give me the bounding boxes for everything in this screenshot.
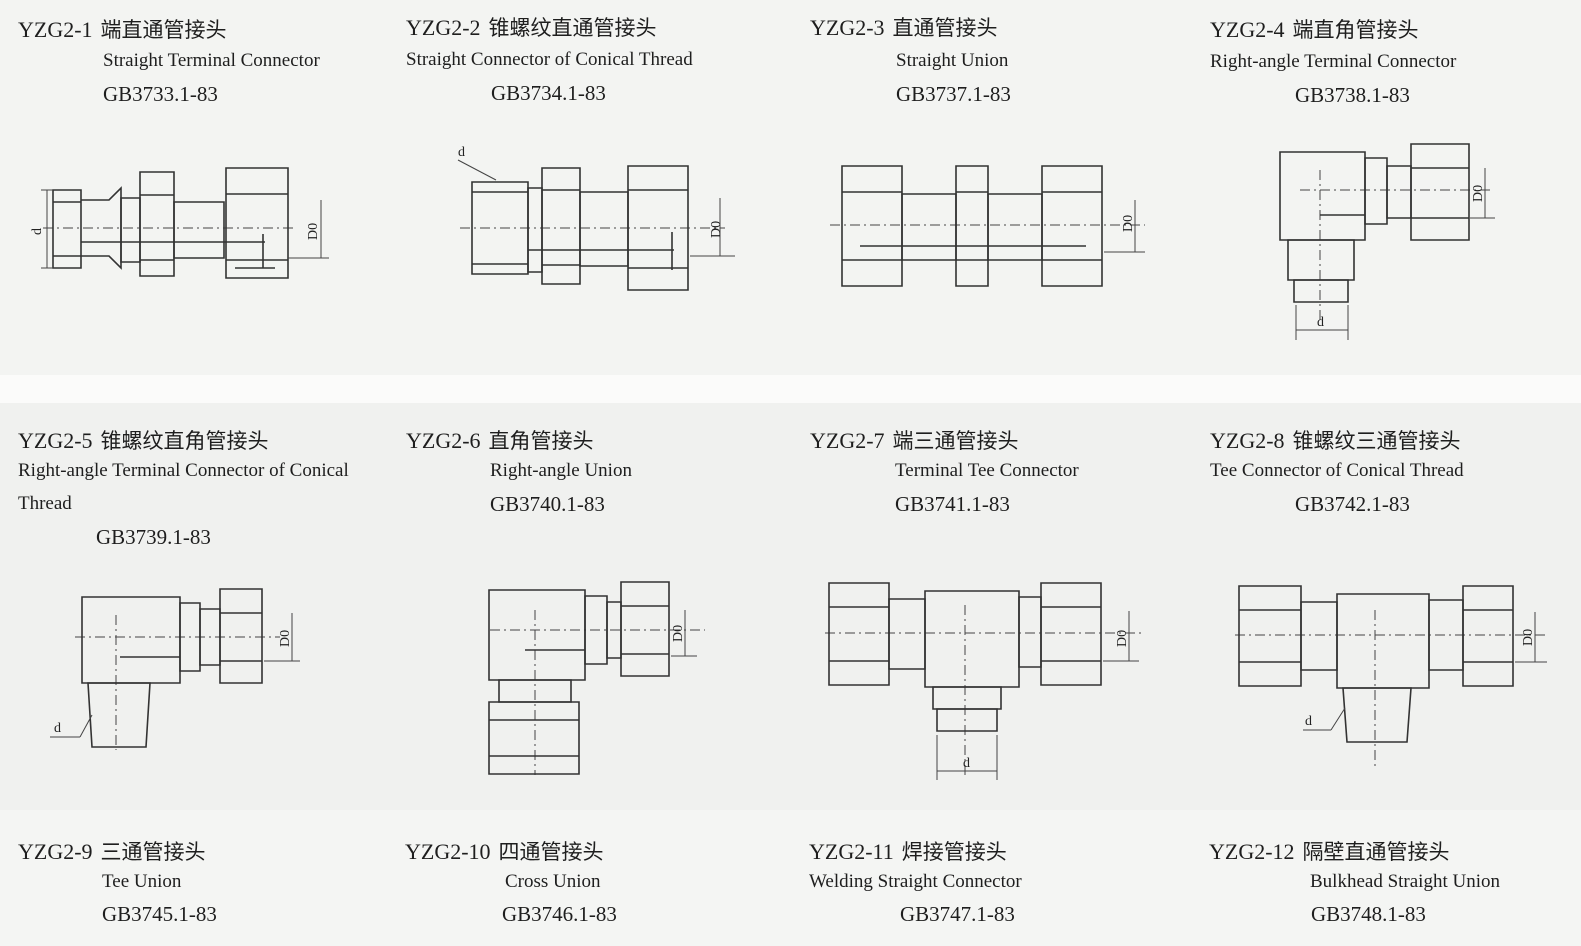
row-2-background (0, 403, 1581, 810)
row-3-background (0, 810, 1581, 946)
fitting-name-en: Terminal Tee Connector (895, 460, 1079, 481)
fitting-code-title: YZG2-10 四通管接头 (405, 836, 604, 866)
conical-thread-tee-connector-drawing: d D0 (1235, 580, 1555, 780)
fitting-card-yzg2-5: YZG2-5 锥螺纹直角管接头 Right-angle Terminal Conn… (0, 400, 395, 810)
fitting-name-cn: 锥螺纹直通管接头 (488, 16, 657, 40)
dimension-label-d0: D0 (709, 221, 724, 238)
fitting-name-en: Straight Union (896, 50, 1009, 71)
fitting-name-en: Bulkhead Straight Union (1310, 871, 1500, 892)
fitting-code: YZG2-1 (18, 17, 93, 42)
row-1-background (0, 0, 1581, 375)
fitting-standard: GB3741.1-83 (895, 492, 1010, 516)
dimension-label-d: d (1317, 315, 1324, 330)
fitting-card-yzg2-9: YZG2-9 三通管接头 Tee Union GB3745.1-83 (0, 810, 395, 946)
dimension-label-d0: D0 (1471, 185, 1486, 202)
fitting-code: YZG2-11 (809, 839, 894, 864)
dimension-label-d: d (54, 721, 61, 736)
fitting-name-cn: 三通管接头 (100, 840, 206, 864)
terminal-tee-connector-drawing: d D0 (825, 575, 1155, 785)
fitting-standard: GB3738.1-83 (1295, 83, 1410, 107)
fitting-name-en: Tee Union (102, 871, 182, 892)
dimension-label-d0: D0 (1121, 215, 1136, 232)
fitting-name-cn: 隔壁直通管接头 (1302, 840, 1450, 864)
fitting-name-en: Tee Connector of Conical Thread (1210, 460, 1464, 481)
fitting-name-cn: 端三通管接头 (892, 429, 1019, 453)
fitting-code-title: YZG2-2 锥螺纹直通管接头 (406, 12, 657, 42)
fitting-name-en: Straight Terminal Connector (103, 50, 320, 71)
conical-thread-right-angle-connector-drawing: d D0 (40, 585, 310, 755)
fitting-standard: GB3746.1-83 (502, 902, 617, 926)
fitting-standard: GB3745.1-83 (102, 902, 217, 926)
straight-union-drawing: D0 (830, 160, 1160, 290)
right-angle-terminal-connector-drawing: d D0 (1270, 140, 1510, 340)
fitting-code: YZG2-10 (405, 839, 491, 864)
fitting-code-title: YZG2-12 隔壁直通管接头 (1209, 836, 1450, 866)
dimension-label-d0: D0 (306, 223, 321, 240)
fitting-name-cn: 焊接管接头 (901, 840, 1007, 864)
fitting-card-yzg2-3: YZG2-3 直通管接头 Straight Union GB3737.1-83 D… (790, 0, 1185, 372)
fitting-card-yzg2-12: YZG2-12 隔壁直通管接头 Bulkhead Straight Union G… (1185, 810, 1580, 946)
fitting-standard: GB3739.1-83 (96, 525, 211, 549)
fitting-card-yzg2-4: YZG2-4 端直角管接头 Right-angle Terminal Connec… (1185, 0, 1580, 372)
fitting-name-cn: 端直通管接头 (100, 18, 227, 42)
fitting-standard: GB3742.1-83 (1295, 492, 1410, 516)
fitting-standard: GB3734.1-83 (491, 81, 606, 105)
fitting-name-en: Cross Union (505, 871, 601, 892)
fitting-name-en: Right-angle Union (490, 460, 632, 481)
dimension-label-d: d (1305, 714, 1312, 729)
fitting-code-title: YZG2-8 锥螺纹三通管接头 (1210, 425, 1461, 455)
right-angle-union-drawing: D0 (475, 580, 715, 780)
dimension-label-d0: D0 (671, 625, 686, 642)
fitting-standard: GB3733.1-83 (103, 82, 218, 106)
fitting-code: YZG2-7 (810, 428, 885, 453)
fitting-code: YZG2-2 (406, 15, 481, 40)
fitting-card-yzg2-8: YZG2-8 锥螺纹三通管接头 Tee Connector of Conical … (1185, 400, 1580, 810)
fitting-code-title: YZG2-5 锥螺纹直角管接头 (18, 425, 269, 455)
conical-thread-straight-connector-drawing: d D0 (450, 145, 750, 290)
fitting-name-cn: 端直角管接头 (1292, 18, 1419, 42)
fitting-code: YZG2-9 (18, 839, 93, 864)
fitting-name-cn: 锥螺纹直角管接头 (100, 429, 269, 453)
fitting-standard: GB3737.1-83 (896, 82, 1011, 106)
row-gap (0, 375, 1581, 403)
fitting-code-title: YZG2-4 端直角管接头 (1210, 14, 1419, 44)
fitting-code-title: YZG2-6 直角管接头 (406, 425, 594, 455)
fitting-code: YZG2-5 (18, 428, 93, 453)
fitting-code-title: YZG2-7 端三通管接头 (810, 425, 1019, 455)
fitting-standard: GB3747.1-83 (900, 902, 1015, 926)
fitting-code: YZG2-6 (406, 428, 481, 453)
fitting-name-cn: 直通管接头 (892, 16, 998, 40)
fitting-name-en: Right-angle Terminal Connector of Conica… (18, 460, 349, 481)
dimension-label-d: d (30, 228, 45, 235)
fitting-code-title: YZG2-11 焊接管接头 (809, 836, 1007, 866)
dimension-label-d0: D0 (1521, 629, 1536, 646)
fitting-card-yzg2-6: YZG2-6 直角管接头 Right-angle Union GB3740.1-8… (395, 400, 790, 810)
fitting-name-en: Straight Connector of Conical Thread (406, 49, 693, 70)
fitting-card-yzg2-2: YZG2-2 锥螺纹直通管接头 Straight Connector of Con… (395, 0, 790, 372)
fitting-code-title: YZG2-3 直通管接头 (810, 12, 998, 42)
fitting-name-cn: 直角管接头 (488, 429, 594, 453)
fitting-card-yzg2-1: YZG2-1 端直通管接头 Straight Terminal Connector… (0, 0, 395, 372)
fitting-standard: GB3740.1-83 (490, 492, 605, 516)
fitting-code-title: YZG2-1 端直通管接头 (18, 14, 227, 44)
fitting-card-yzg2-10: YZG2-10 四通管接头 Cross Union GB3746.1-83 (395, 810, 790, 946)
dimension-label-d0: D0 (278, 630, 293, 647)
fitting-name-cn: 四通管接头 (498, 840, 604, 864)
fitting-name-en: Welding Straight Connector (809, 871, 1022, 892)
fitting-code: YZG2-8 (1210, 428, 1285, 453)
fitting-code: YZG2-3 (810, 15, 885, 40)
dimension-label-d: d (963, 756, 970, 771)
fitting-standard: GB3748.1-83 (1311, 902, 1426, 926)
fitting-code: YZG2-4 (1210, 17, 1285, 42)
fitting-name-en-continued: Thread (18, 493, 72, 514)
fitting-name-en: Right-angle Terminal Connector (1210, 51, 1457, 72)
dimension-label-d: d (458, 145, 465, 160)
straight-terminal-connector-drawing: d D0 (30, 150, 345, 280)
dimension-label-d0: D0 (1115, 630, 1130, 647)
fitting-card-yzg2-7: YZG2-7 端三通管接头 Terminal Tee Connector GB37… (790, 400, 1185, 810)
fitting-code-title: YZG2-9 三通管接头 (18, 836, 206, 866)
fitting-code: YZG2-12 (1209, 839, 1295, 864)
fitting-name-cn: 锥螺纹三通管接头 (1292, 429, 1461, 453)
